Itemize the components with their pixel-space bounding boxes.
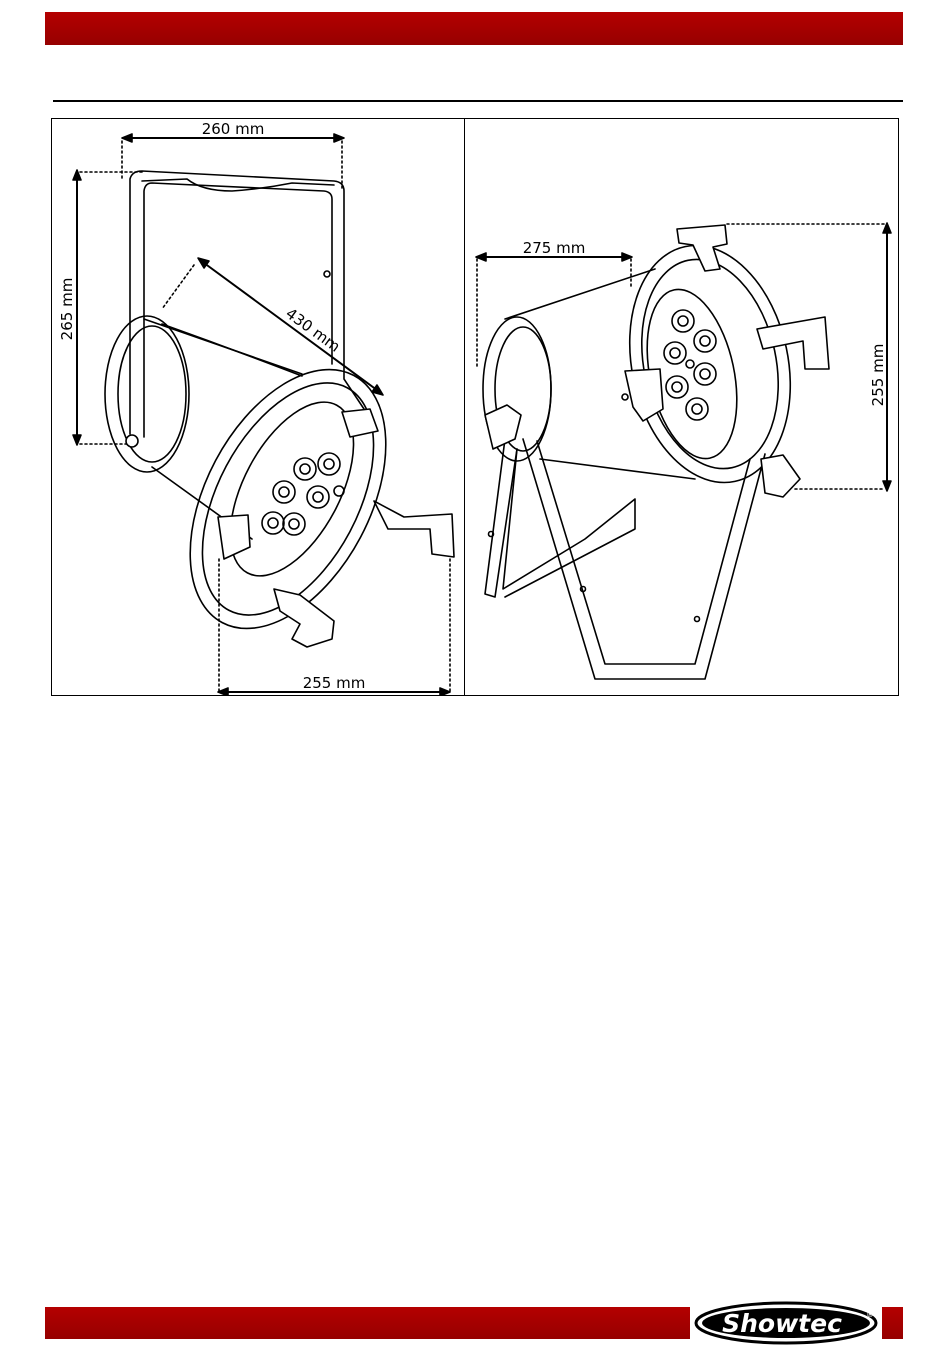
depth-dimension-line: [476, 253, 632, 369]
header-rule: [53, 100, 903, 102]
logo-graphic: Showtec ®: [690, 1300, 882, 1347]
logo-text: Showtec: [722, 1309, 842, 1338]
showtec-logo: Showtec ®: [690, 1300, 882, 1347]
right-fixture-drawing: 275 mm 255 mm: [465, 119, 898, 695]
led-array: [262, 453, 344, 535]
header-bar: [45, 12, 903, 45]
right-dimension-view: 275 mm 255 mm: [465, 119, 898, 695]
logo-registered-mark: ®: [866, 1310, 874, 1319]
led-array: [664, 310, 716, 420]
left-dimension-view: 260 mm 265 mm 430 mm 255 mm: [52, 119, 464, 695]
height-dimension-line: [73, 170, 142, 445]
width-dimension-label: 260 mm: [202, 120, 265, 138]
left-fixture-drawing: 260 mm 265 mm 430 mm 255 mm: [52, 119, 464, 695]
depth-dimension-label: 275 mm: [523, 239, 586, 257]
front-width-dimension-line: [218, 539, 450, 695]
height-dimension-label: 265 mm: [58, 278, 76, 341]
front-width-dimension-label: 255 mm: [303, 674, 366, 692]
height-dimension-label: 255 mm: [869, 344, 887, 407]
length-dimension-label: 430 mm: [282, 304, 343, 355]
length-dimension-line: [162, 258, 383, 395]
